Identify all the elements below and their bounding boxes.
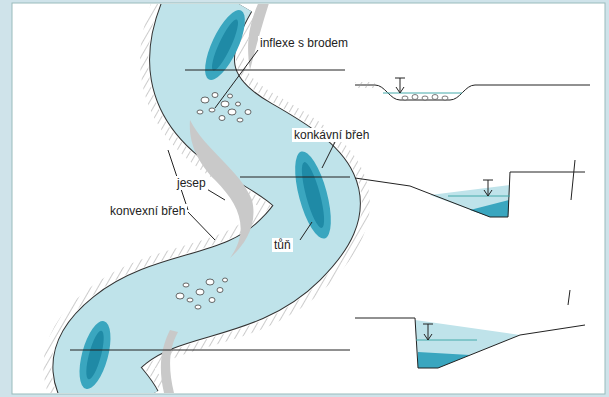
convex-bank-label: konvexní břeh (108, 204, 187, 218)
ford-label: inflexe s brodem (258, 36, 350, 50)
pool-label: tůň (272, 238, 293, 252)
point-bar-label: jesep (175, 176, 208, 190)
concave-bank-label: konkávní břeh (292, 128, 371, 142)
